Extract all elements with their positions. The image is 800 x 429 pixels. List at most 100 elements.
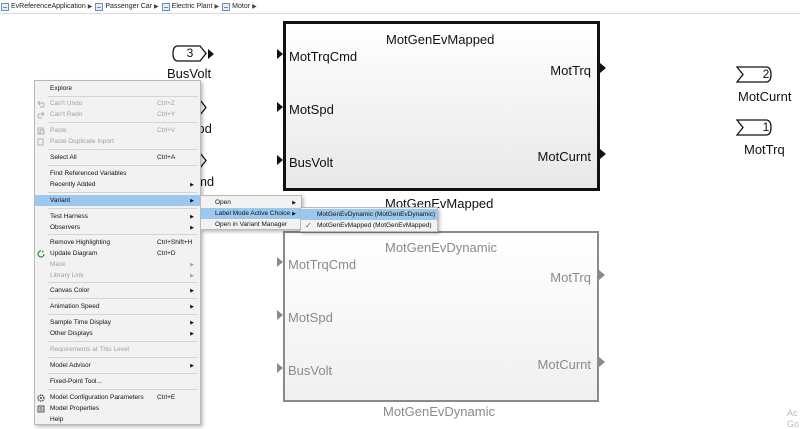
submenu-arrow-icon: ▶ — [292, 199, 296, 206]
block-input-port-label: MotSpd — [288, 310, 333, 325]
signal-arrow — [277, 310, 283, 320]
label-mode-submenu: MotGenEvDynamic (MotGenEvDynamic) ✓ MotG… — [300, 207, 438, 232]
activation-watermark: Ac Go — [787, 408, 800, 429]
menu-item-fixed-point-tool[interactable]: Fixed-Point Tool... — [50, 378, 102, 385]
chevron-right-icon: ▶ — [87, 4, 93, 10]
outport-label: MotCurnt — [738, 89, 792, 104]
subsystem-icon — [95, 2, 104, 11]
inport-label: BusVolt — [167, 66, 212, 81]
signal-arrow — [599, 357, 605, 367]
inport-busvolt[interactable] — [172, 45, 208, 62]
menu-item-mask: Mask▶ — [50, 261, 194, 268]
checkmark-icon: ✓ — [305, 221, 312, 230]
block-input-port-label: MotTrqCmd — [288, 257, 357, 272]
submenu-arrow-icon: ▶ — [190, 181, 194, 188]
submenu-item-open-variant-manager[interactable]: Open in Variant Manager — [215, 221, 288, 228]
block-title: MotGenEvMapped — [386, 32, 495, 47]
menu-item-other-displays[interactable]: Other Displays▶ — [50, 330, 194, 337]
menu-item-observers[interactable]: Observers▶ — [50, 224, 194, 231]
signal-arrow — [600, 63, 606, 73]
chevron-right-icon: ▶ — [214, 4, 220, 10]
outport-number: 2 — [762, 67, 770, 81]
submenu-item-label-mode[interactable]: Label Mode Active Choice ▶ — [201, 208, 301, 219]
signal-arrow — [277, 155, 283, 165]
menu-item-test-harness[interactable]: Test Harness▶ — [50, 213, 194, 220]
paste-icon — [37, 127, 45, 134]
menu-item-model-advisor[interactable]: Model Advisor▶ — [50, 362, 194, 369]
variant-block-dynamic[interactable]: MotGenEvDynamic MotTrqCmd MotSpd BusVolt… — [283, 231, 599, 402]
undo-icon — [37, 100, 45, 107]
submenu-arrow-icon: ▶ — [292, 210, 296, 217]
menu-item-model-properties[interactable]: Model Properties — [35, 403, 200, 414]
submenu-arrow-icon: ▶ — [190, 330, 194, 337]
menu-item-variant[interactable]: Variant▶ — [35, 195, 200, 206]
paste-duplicate-icon — [37, 138, 44, 145]
signal-arrow — [277, 257, 283, 267]
submenu-item-dynamic[interactable]: MotGenEvDynamic (MotGenEvDynamic) — [301, 209, 437, 220]
block-input-port-label: BusVolt — [288, 363, 333, 378]
subsystem-icon — [161, 2, 170, 11]
menu-item-animation-speed[interactable]: Animation Speed▶ — [50, 303, 194, 310]
menu-item-canvas-color[interactable]: Canvas Color▶ — [50, 287, 194, 294]
menu-item-paste-duplicate: Paste Duplicate Inport — [35, 136, 200, 147]
submenu-arrow-icon: ▶ — [190, 303, 194, 310]
gear-icon — [37, 393, 45, 402]
block-caption: MotGenEvDynamic — [383, 404, 495, 419]
breadcrumb-item-plant[interactable]: Electric Plant — [161, 2, 213, 11]
subsystem-icon — [222, 2, 231, 11]
menu-item-requirements: Requirements at This Level — [50, 346, 130, 353]
block-output-port-label: MotTrq — [550, 270, 591, 285]
menu-item-explore[interactable]: Explore — [50, 85, 73, 92]
submenu-arrow-icon: ▶ — [190, 362, 194, 369]
menu-item-recently-added[interactable]: Recently Added▶ — [50, 181, 194, 188]
variant-submenu: Open ▶ Label Mode Active Choice ▶ Open i… — [200, 195, 302, 230]
submenu-item-open[interactable]: Open ▶ — [215, 199, 296, 206]
chevron-right-icon: ▶ — [252, 4, 257, 10]
block-input-port-label: MotSpd — [289, 102, 334, 117]
submenu-arrow-icon: ▶ — [190, 197, 194, 204]
signal-arrow — [600, 149, 606, 159]
signal-arrow — [599, 270, 605, 280]
signal-arrow — [208, 49, 214, 59]
breadcrumb-item-app[interactable]: EvReferenceApplication — [1, 2, 86, 11]
submenu-arrow-icon: ▶ — [190, 319, 194, 326]
menu-item-sample-time[interactable]: Sample Time Display▶ — [50, 319, 194, 326]
block-output-port-label: MotTrq — [550, 63, 591, 78]
outport-mottrq[interactable] — [736, 119, 772, 136]
menu-item-library-link: Library Link▶ — [50, 272, 194, 279]
menu-item-find-referenced[interactable]: Find Referenced Variables — [50, 170, 127, 177]
outport-label: MotTrq — [744, 142, 785, 157]
variant-block-mapped[interactable]: MotGenEvMapped MotTrqCmd MotSpd BusVolt … — [283, 21, 600, 191]
signal-arrow — [277, 363, 283, 373]
model-icon — [1, 2, 9, 11]
block-input-port-label: BusVolt — [289, 155, 334, 170]
outport-number: 1 — [762, 120, 770, 134]
block-input-port-label: MotTrqCmd — [289, 49, 358, 64]
breadcrumb-item-motor[interactable]: Motor — [222, 2, 250, 11]
signal-arrow — [277, 49, 283, 59]
menu-item-help[interactable]: Help — [50, 416, 64, 423]
submenu-item-mapped[interactable]: ✓ MotGenEvMapped (MotGenEvMapped) — [305, 221, 432, 230]
breadcrumb: EvReferenceApplication ▶ Passenger Car ▶… — [0, 0, 800, 14]
block-title: MotGenEvDynamic — [385, 240, 497, 255]
update-diagram-icon — [37, 249, 45, 258]
chevron-right-icon: ▶ — [154, 4, 159, 10]
submenu-arrow-icon: ▶ — [190, 224, 194, 231]
submenu-arrow-icon: ▶ — [190, 213, 194, 220]
outport-motcurnt[interactable] — [736, 66, 772, 83]
submenu-arrow-icon: ▶ — [190, 287, 194, 294]
redo-icon — [37, 111, 45, 118]
breadcrumb-item-car[interactable]: Passenger Car — [95, 2, 152, 11]
inport-number: 3 — [186, 46, 194, 60]
block-output-port-label: MotCurnt — [537, 357, 591, 372]
block-output-port-label: MotCurnt — [537, 149, 591, 164]
